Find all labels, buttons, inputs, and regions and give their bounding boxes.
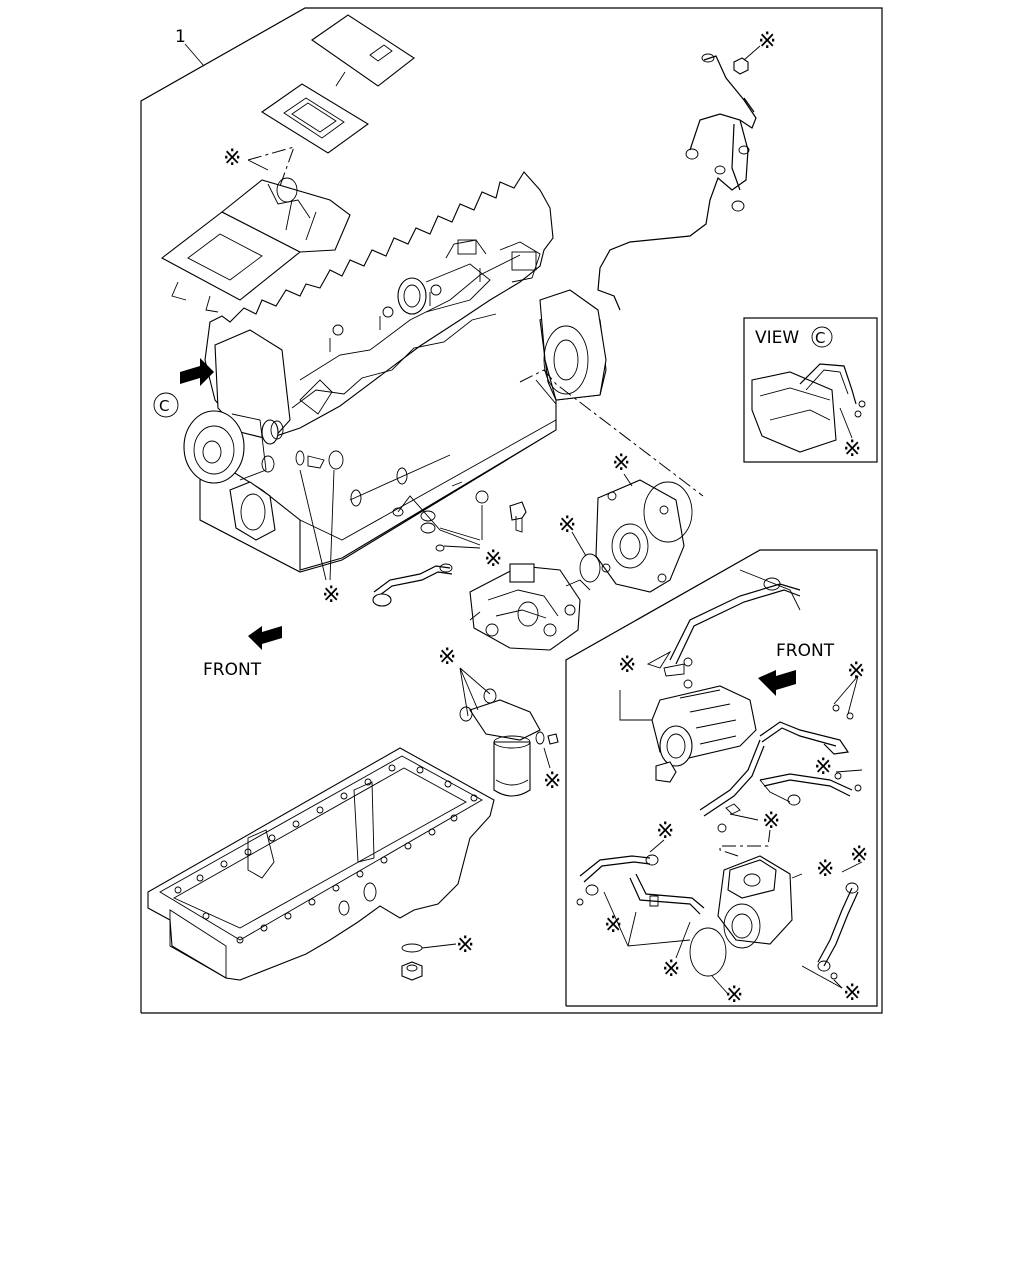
asterisk-mark: ※ bbox=[484, 547, 502, 572]
main-frame bbox=[140, 7, 883, 1014]
asterisk-mark: ※ bbox=[604, 913, 622, 938]
asterisk-mark: ※ bbox=[725, 983, 743, 1008]
crank-pulley bbox=[183, 410, 284, 484]
asterisk-mark: ※ bbox=[662, 957, 680, 982]
asterisk-mark: ※ bbox=[816, 857, 834, 882]
gear-housing: ※ ※ bbox=[558, 451, 693, 593]
asterisk-mark: ※ bbox=[322, 583, 340, 608]
rocker-cover-gasket: ※ bbox=[223, 14, 415, 187]
oil-filter-assembly: ※ ※ bbox=[438, 645, 561, 797]
wiring-harness: ※ bbox=[597, 29, 776, 311]
asterisk-mark: ※ bbox=[656, 819, 674, 844]
asterisk-mark: ※ bbox=[438, 645, 456, 670]
oil-feed-pipe: ※ bbox=[372, 481, 527, 607]
asterisk-mark: ※ bbox=[843, 437, 861, 462]
asterisk-mark: ※ bbox=[850, 843, 868, 868]
asterisk-mark: ※ bbox=[762, 809, 780, 834]
view-c-callout-letter: C bbox=[159, 397, 169, 415]
injection-pump bbox=[469, 563, 591, 651]
front-direction-left: FRONT bbox=[203, 626, 282, 680]
engine-block bbox=[199, 171, 607, 573]
oil-pan: ※ bbox=[147, 747, 495, 981]
air-compressor-inset: FRONT ※ ※ ※ bbox=[565, 549, 878, 1008]
asterisk-mark: ※ bbox=[618, 653, 636, 678]
asterisk-mark: ※ bbox=[814, 755, 832, 780]
asterisk-mark: ※ bbox=[456, 933, 474, 958]
asterisk-mark: ※ bbox=[847, 659, 865, 684]
asterisk-mark: ※ bbox=[758, 29, 776, 54]
part-number-callout: 1 bbox=[175, 27, 205, 67]
view-c-inset-letter: C bbox=[815, 329, 825, 347]
asterisk-mark: ※ bbox=[223, 146, 241, 171]
part-number-label: 1 bbox=[175, 27, 186, 47]
asterisk-mark: ※ bbox=[843, 981, 861, 1006]
view-c-indicator: C bbox=[153, 358, 214, 418]
asterisk-mark: ※ bbox=[543, 769, 561, 794]
view-c-title: VIEW bbox=[755, 328, 799, 348]
front-label-right: FRONT bbox=[776, 641, 835, 661]
front-seal-parts: ※ bbox=[295, 450, 344, 608]
asterisk-mark: ※ bbox=[612, 451, 630, 476]
view-c-inset: VIEW C ※ bbox=[743, 317, 878, 463]
intake-manifold bbox=[160, 177, 351, 313]
asterisk-mark: ※ bbox=[558, 513, 576, 538]
front-label-left: FRONT bbox=[203, 660, 262, 680]
